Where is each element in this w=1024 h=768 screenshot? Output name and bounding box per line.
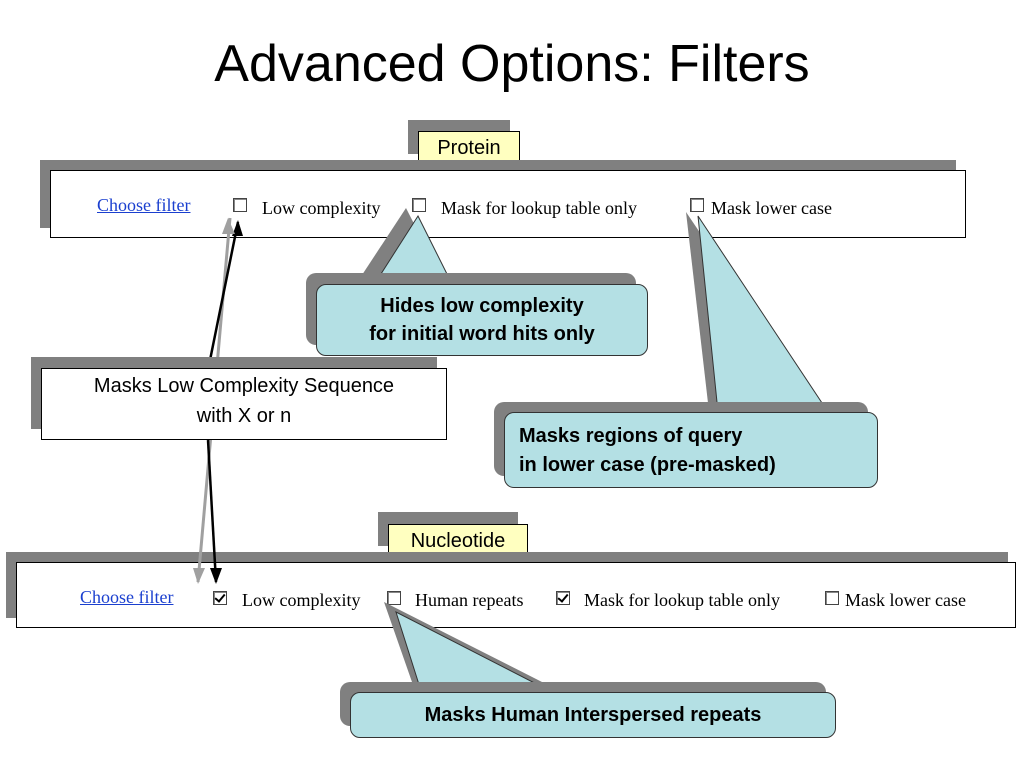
masks-regions-callout: Masks regions of query in lower case (pr… — [504, 412, 878, 488]
protein-low-complexity-label: Low complexity — [262, 198, 381, 218]
nucleotide-filter-panel: Choose filter Low complexity Human repea… — [16, 562, 1016, 628]
hides-low-line1: Hides low complexity — [380, 295, 584, 317]
hides-low-line2: for initial word hits only — [369, 323, 595, 345]
masks-regions-tail — [697, 215, 829, 413]
slide-title: Advanced Options: Filters — [214, 35, 810, 93]
protein-mask-lower-checkbox[interactable] — [690, 198, 704, 212]
arrowhead-down-icon — [210, 568, 222, 584]
protein-mask-lookup-checkbox[interactable] — [412, 198, 426, 212]
masks-human-callout: Masks Human Interspersed repeats — [350, 692, 836, 738]
nucleotide-low-complexity-checkbox[interactable] — [213, 591, 227, 605]
masks-low-complexity-note: Masks Low Complexity Sequence with X or … — [41, 368, 447, 440]
protein-mask-lookup-label: Mask for lookup table only — [441, 198, 637, 218]
nucleotide-human-repeats-checkbox[interactable] — [387, 591, 401, 605]
masks-regions-line1: Masks regions of query — [519, 425, 743, 447]
arrowhead-up-icon — [232, 220, 243, 236]
nucleotide-low-complexity-label: Low complexity — [242, 590, 361, 610]
arrowhead-grey-up-icon — [222, 218, 235, 234]
note-line2: with X or n — [196, 405, 292, 427]
black-arrow — [206, 221, 240, 583]
arrowhead-grey-down-icon — [193, 568, 205, 584]
note-line1: Masks Low Complexity Sequence — [93, 375, 395, 397]
protein-filter-panel: Choose filter Low complexity Mask for lo… — [50, 170, 966, 238]
nucleotide-mask-lower-label: Mask lower case — [845, 590, 966, 610]
nucleotide-mask-lower-checkbox[interactable] — [825, 591, 839, 605]
nucleotide-choose-filter-link[interactable]: Choose filter — [80, 587, 174, 607]
hides-low-callout: Hides low complexity for initial word hi… — [316, 284, 648, 356]
nucleotide-mask-lookup-checkbox[interactable] — [556, 591, 570, 605]
nucleotide-human-repeats-label: Human repeats — [415, 590, 524, 610]
masks-regions-line2: in lower case (pre-masked) — [519, 454, 776, 476]
nucleotide-mask-lookup-label: Mask for lookup table only — [584, 590, 780, 610]
protein-choose-filter-link[interactable]: Choose filter — [97, 195, 191, 215]
protein-mask-lower-label: Mask lower case — [711, 198, 832, 218]
protein-low-complexity-checkbox[interactable] — [233, 198, 247, 212]
